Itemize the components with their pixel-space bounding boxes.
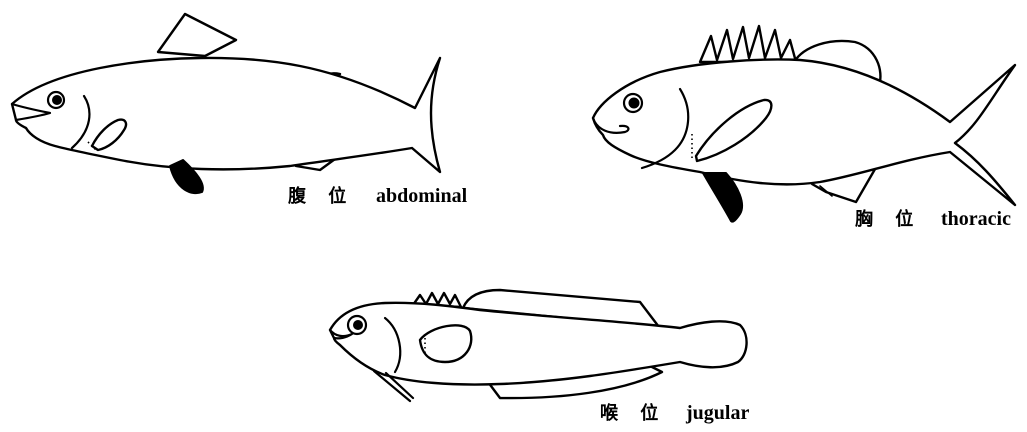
- thoracic-fish: [593, 26, 1015, 222]
- thoracic-label-zh: 胸 位: [855, 208, 913, 230]
- body-outline: [593, 60, 1015, 206]
- thoracic-label-en: thoracic: [941, 208, 1011, 230]
- body-outline: [12, 58, 440, 172]
- abdominal-label-en: abdominal: [376, 185, 468, 207]
- abdominal-fish: [12, 14, 440, 193]
- spiny-dorsal-fin: [700, 26, 796, 62]
- dorsal-fin: [158, 14, 236, 56]
- jugular-label-zh: 喉 位: [600, 402, 658, 424]
- jugular-label: 喉 位 jugular: [600, 402, 749, 424]
- thoracic-label: 胸 位 thoracic: [855, 208, 1011, 230]
- pupil: [630, 99, 639, 108]
- jugular-label-en: jugular: [685, 402, 749, 424]
- abdominal-label: 腹 位 abdominal: [288, 185, 468, 207]
- abdominal-label-zh: 腹 位: [288, 185, 346, 207]
- pupil: [354, 321, 362, 329]
- body-outline: [330, 303, 747, 385]
- jugular-fish: [330, 290, 747, 401]
- pupil: [53, 96, 61, 104]
